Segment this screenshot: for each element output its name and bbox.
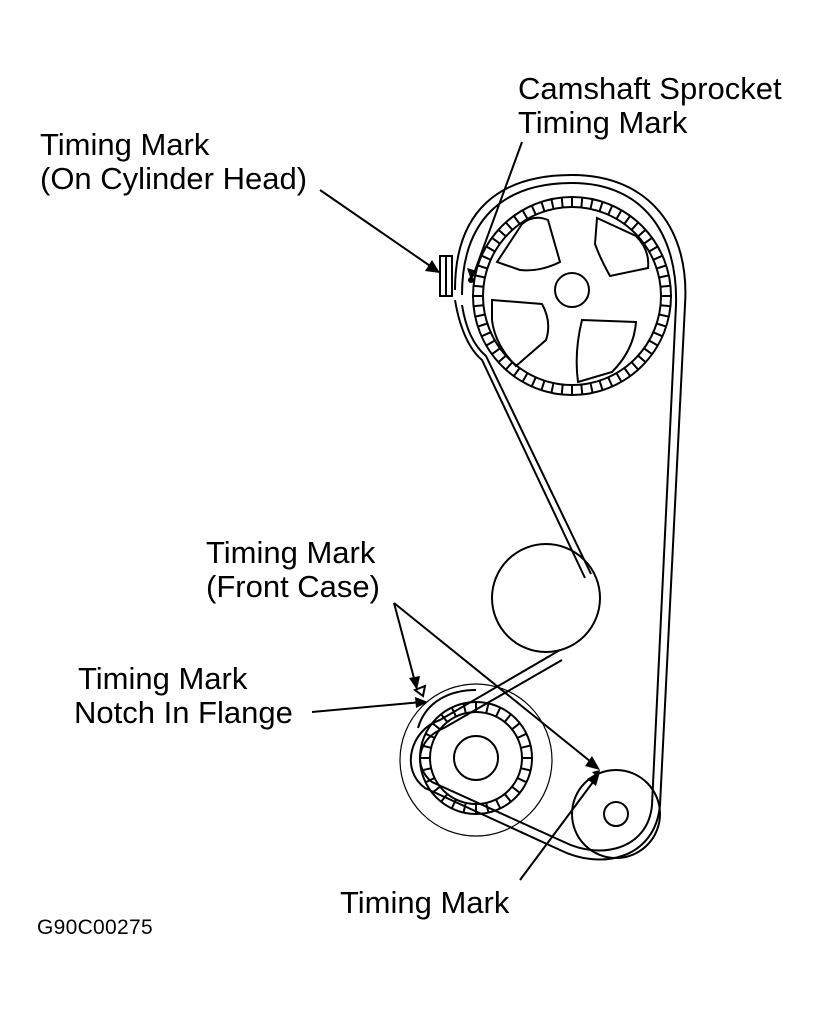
cylinder-head-mark xyxy=(439,255,453,297)
notch-label-line2: Notch In Flange xyxy=(74,695,293,730)
figure-id: G90C00275 xyxy=(37,916,153,939)
tensioner-pulley xyxy=(491,543,601,653)
lower-right-sprocket xyxy=(571,769,661,859)
front-case-label-line2: (Front Case) xyxy=(206,569,380,604)
cylinder-head-label-line1: Timing Mark xyxy=(40,127,210,162)
timing-belt xyxy=(409,173,687,861)
notch-label-line1: Timing Mark xyxy=(78,661,248,696)
camshaft-label-line1: Camshaft Sprocket xyxy=(518,71,782,106)
camshaft-teeth-path xyxy=(473,197,671,395)
crankshaft-teeth xyxy=(420,702,532,814)
camshaft-sprocket xyxy=(468,196,672,396)
leader-lines xyxy=(311,141,600,881)
camshaft-label-line2: Timing Mark xyxy=(518,105,688,140)
front-case-mark xyxy=(412,684,427,698)
cylinder-head-label-line2: (On Cylinder Head) xyxy=(40,161,308,196)
front-case-label-line1: Timing Mark xyxy=(206,535,376,570)
camshaft-teeth xyxy=(473,197,671,395)
crankshaft-teeth-path xyxy=(420,702,532,814)
bottom-timing-mark-label: Timing Mark xyxy=(340,885,510,920)
